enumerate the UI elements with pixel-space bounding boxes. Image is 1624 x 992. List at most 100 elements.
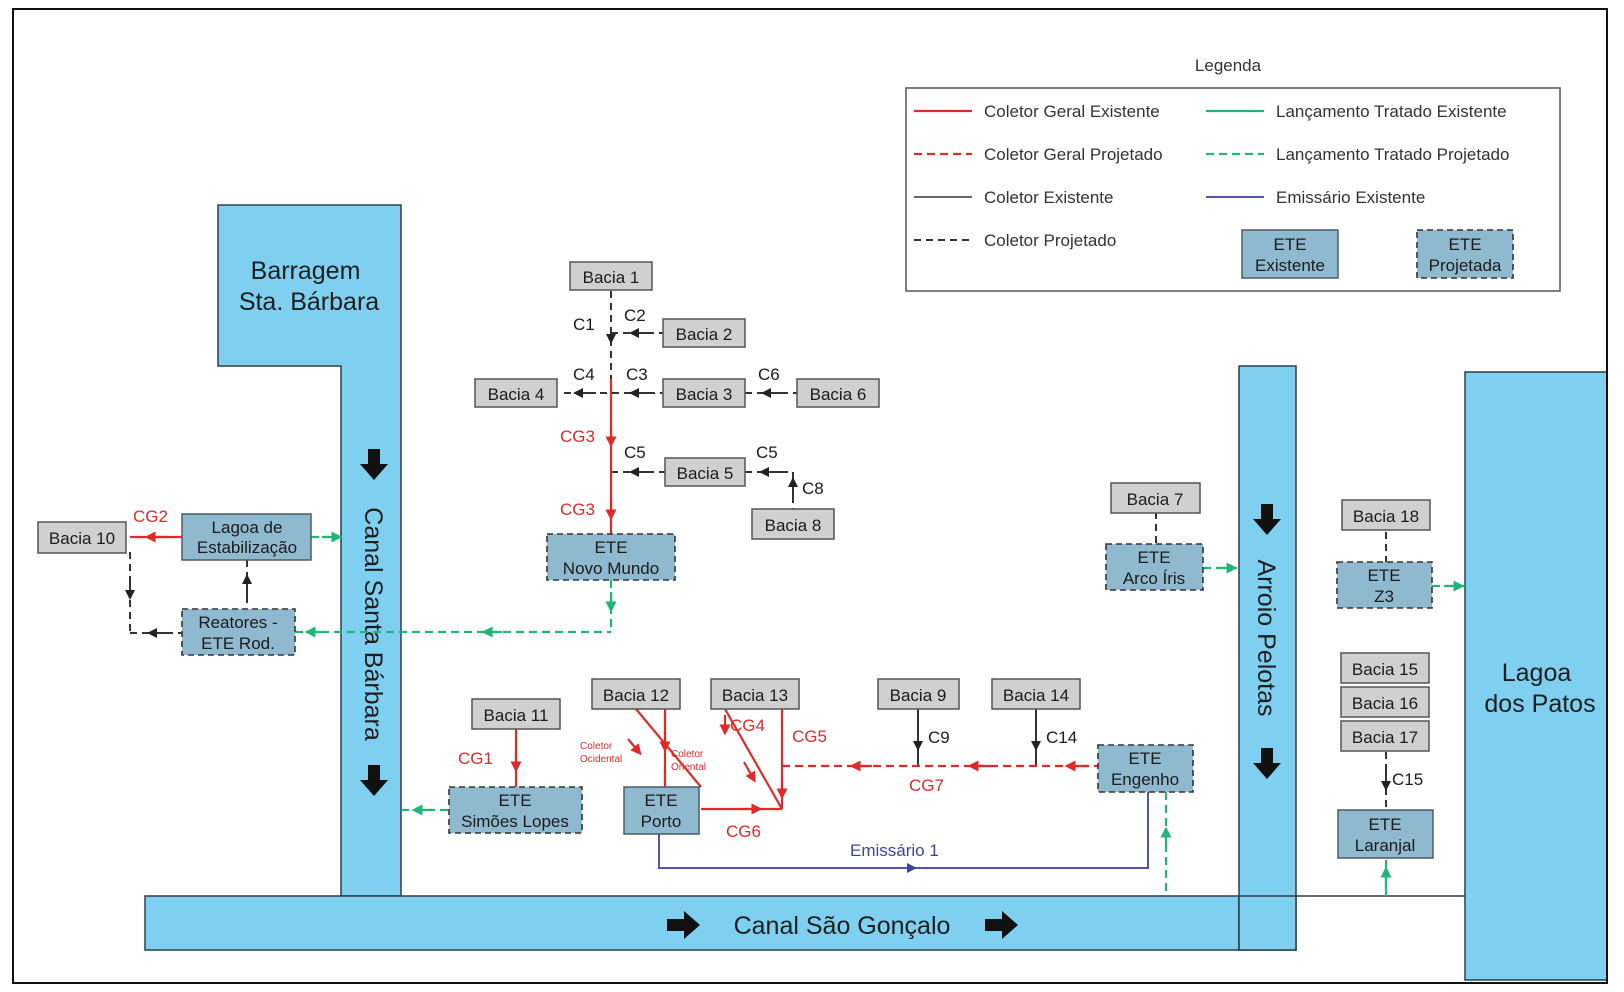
label-c6: C6 <box>758 365 780 384</box>
legend-item: Lançamento Tratado Existente <box>1276 102 1507 121</box>
ete-porto: ETE Porto <box>623 786 700 835</box>
svg-text:Arco Íris: Arco Íris <box>1123 569 1185 588</box>
svg-text:Bacia 18: Bacia 18 <box>1353 507 1419 526</box>
red-arrows <box>144 427 1087 815</box>
svg-text:ETE Rod.: ETE Rod. <box>201 634 275 653</box>
svg-text:Bacia 8: Bacia 8 <box>765 516 822 535</box>
svg-text:Bacia 3: Bacia 3 <box>676 385 733 404</box>
flow-arrow-icon <box>360 449 1281 939</box>
bacia-16: Bacia 16 <box>1340 686 1430 718</box>
svg-text:Existente: Existente <box>1255 256 1325 275</box>
svg-text:Bacia 13: Bacia 13 <box>722 686 788 705</box>
legend-title: Legenda <box>1195 56 1262 75</box>
ete-laranjal: ETE Laranjal <box>1337 809 1434 859</box>
legend-ete-existente: ETE Existente <box>1241 229 1339 279</box>
black-arrows <box>125 328 1391 791</box>
bacia-6: Bacia 6 <box>796 378 880 408</box>
bacia-8: Bacia 8 <box>751 508 835 540</box>
svg-text:Bacia 1: Bacia 1 <box>583 268 640 287</box>
ete-arco-iris: ETE Arco Íris <box>1105 543 1204 591</box>
label-emissario: Emissário 1 <box>850 841 939 860</box>
arroio-pelotas-label: Arroio Pelotas <box>1252 559 1280 716</box>
label-cg1: CG1 <box>458 749 493 768</box>
label-c8: C8 <box>802 479 824 498</box>
label-c14: C14 <box>1046 728 1077 747</box>
label-cg3b: CG3 <box>560 500 595 519</box>
label-cg5: CG5 <box>792 727 827 746</box>
bacia-11: Bacia 11 <box>471 698 561 730</box>
svg-text:Novo Mundo: Novo Mundo <box>563 559 659 578</box>
label-cg4: CG4 <box>730 716 765 735</box>
bacia-4: Bacia 4 <box>474 378 558 408</box>
svg-text:Bacia 17: Bacia 17 <box>1352 728 1418 747</box>
svg-text:ETE: ETE <box>1448 235 1481 254</box>
legend-item: Coletor Geral Existente <box>984 102 1160 121</box>
svg-text:Z3: Z3 <box>1374 587 1394 606</box>
sewage-system-diagram: Barragem Sta. Bárbara Canal Santa Bárbar… <box>37 56 1606 981</box>
svg-text:Projetada: Projetada <box>1429 256 1502 275</box>
legend-item: Coletor Existente <box>984 188 1113 207</box>
label-cg7: CG7 <box>909 776 944 795</box>
svg-text:ETE: ETE <box>1128 749 1161 768</box>
ete-simoes-lopes: ETE Simões Lopes <box>448 786 583 834</box>
bacia-12: Bacia 12 <box>591 678 681 710</box>
svg-text:Simões Lopes: Simões Lopes <box>461 812 569 831</box>
legend-item: Coletor Projetado <box>984 231 1116 250</box>
label-c15: C15 <box>1392 770 1423 789</box>
svg-text:Porto: Porto <box>641 812 682 831</box>
bacia-5: Bacia 5 <box>664 457 746 487</box>
lagoa-dos-patos-label: Lagoa dos Patos <box>1484 659 1595 718</box>
svg-text:Bacia 7: Bacia 7 <box>1127 490 1184 509</box>
bacia-9: Bacia 9 <box>877 678 960 710</box>
canal-sao-goncalo-label: Canal São Gonçalo <box>734 912 951 940</box>
label-c3: C3 <box>626 365 648 384</box>
svg-text:Bacia 4: Bacia 4 <box>488 385 545 404</box>
bacia-13: Bacia 13 <box>710 678 800 710</box>
barragem-label: Barragem Sta. Bárbara <box>239 257 379 316</box>
label-coletor-oriental: Coletor Oriental <box>671 749 706 773</box>
svg-text:Bacia 6: Bacia 6 <box>810 385 867 404</box>
svg-text:Laranjal: Laranjal <box>1355 836 1416 855</box>
svg-text:ETE: ETE <box>1273 235 1306 254</box>
svg-text:ETE: ETE <box>594 538 627 557</box>
bacia-3: Bacia 3 <box>662 378 746 408</box>
svg-text:ETE: ETE <box>1367 566 1400 585</box>
label-cg6: CG6 <box>726 822 761 841</box>
coletor-geral-existente-lines <box>130 379 784 811</box>
diagram-frame: Barragem Sta. Bárbara Canal Santa Bárbar… <box>12 8 1608 984</box>
label-c1: C1 <box>573 315 595 334</box>
bacia-1: Bacia 1 <box>569 261 653 291</box>
svg-text:Bacia 16: Bacia 16 <box>1352 694 1418 713</box>
bacia-15: Bacia 15 <box>1340 652 1430 684</box>
svg-text:Bacia 14: Bacia 14 <box>1003 686 1069 705</box>
green-arrows <box>304 531 1465 887</box>
bacia-7: Bacia 7 <box>1110 482 1201 514</box>
svg-text:Bacia 15: Bacia 15 <box>1352 660 1418 679</box>
label-c4: C4 <box>573 365 595 384</box>
svg-text:ETE: ETE <box>644 791 677 810</box>
legend-ete-projetada: ETE Projetada <box>1416 229 1514 279</box>
water-lagoa-dos-patos <box>1238 371 1606 981</box>
label-cg3a: CG3 <box>560 427 595 446</box>
bacia-17: Bacia 17 <box>1340 720 1430 752</box>
svg-text:Estabilização: Estabilização <box>197 538 297 557</box>
legend-item: Coletor Geral Projetado <box>984 145 1163 164</box>
ete-engenho: ETE Engenho <box>1097 744 1194 793</box>
svg-text:ETE: ETE <box>1368 815 1401 834</box>
svg-text:Bacia 10: Bacia 10 <box>49 529 115 548</box>
svg-text:ETE: ETE <box>1137 548 1170 567</box>
legend-item: Lançamento Tratado Projetado <box>1276 145 1509 164</box>
label-c5a: C5 <box>624 443 646 462</box>
svg-text:Bacia 5: Bacia 5 <box>677 464 734 483</box>
bacia-18: Bacia 18 <box>1341 499 1431 531</box>
ete-z3: ETE Z3 <box>1336 561 1433 609</box>
svg-text:Bacia 11: Bacia 11 <box>484 706 549 725</box>
bacia-2: Bacia 2 <box>662 318 746 348</box>
bacia-14: Bacia 14 <box>991 678 1081 710</box>
svg-text:Lagoa de: Lagoa de <box>212 518 283 537</box>
svg-text:Bacia 12: Bacia 12 <box>603 686 669 705</box>
svg-text:Engenho: Engenho <box>1111 770 1179 789</box>
label-cg2: CG2 <box>133 507 168 526</box>
svg-text:ETE: ETE <box>498 791 531 810</box>
svg-text:Bacia 2: Bacia 2 <box>676 325 733 344</box>
